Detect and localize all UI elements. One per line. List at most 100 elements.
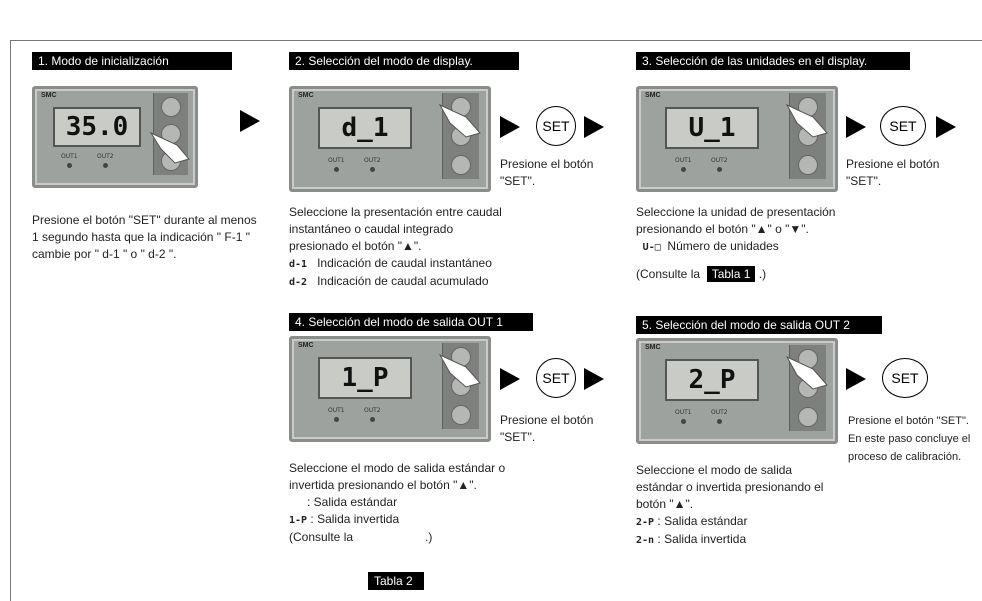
display-value: 35.0 (65, 112, 129, 142)
step4-description: Seleccione el modo de salida estándar o … (289, 460, 589, 546)
flow-arrow-icon (846, 116, 866, 138)
press-line: proceso de calibración. (848, 451, 962, 463)
flow-arrow-icon (584, 368, 604, 390)
out2-label: OUT2 (364, 407, 381, 414)
button-column (153, 93, 188, 175)
table-1-tag: Tabla 1 (706, 266, 756, 282)
consult-prefix: (Consulte la (289, 530, 354, 544)
out2-led (103, 163, 108, 168)
brand-logo: SMC (645, 92, 661, 99)
up-button (161, 97, 181, 117)
lcd-display: d_1 (318, 107, 412, 149)
unit-line: U-□ Número de unidades (636, 238, 896, 256)
lcd-display: 1_P (318, 357, 412, 399)
brand-logo: SMC (298, 92, 314, 99)
press-line: "SET". (500, 174, 536, 188)
out2-led (370, 167, 375, 172)
brand-logo: SMC (41, 92, 57, 99)
code-glyph: d-2 (289, 277, 308, 288)
out2-label: OUT2 (711, 409, 728, 416)
brand-logo: SMC (645, 344, 661, 351)
code-text: Indicación de caudal instantáneo (317, 256, 492, 270)
out1-label: OUT1 (675, 157, 692, 164)
desc-line: cambie por " d-1 " o " d-2 ". (32, 247, 177, 261)
page-frame (10, 40, 982, 601)
out2-led (717, 167, 722, 172)
unit-code-glyph: U-□ (642, 242, 661, 253)
code-line-1: 2-P : Salida estándar (636, 513, 856, 531)
table-2-tag: Tabla 2 (368, 572, 424, 590)
flow-arrow-icon (500, 116, 520, 138)
step5-press-instruction: Presione el botón "SET". En este paso co… (848, 412, 980, 466)
step4-title: 4. Selección del modo de salida OUT 1 (289, 313, 533, 331)
press-line: Presione el botón (500, 413, 594, 427)
press-line: Presione el botón (846, 157, 940, 171)
press-line: En este paso concluye el (848, 433, 971, 445)
down-button (798, 407, 818, 427)
step3-description: Seleccione la unidad de presentación pre… (636, 204, 896, 283)
out1-label: OUT1 (328, 407, 345, 414)
desc-line: Presione el botón "SET" durante al menos (32, 213, 257, 227)
pressing-hand-icon (785, 355, 828, 390)
press-line: Presione el botón "SET". (848, 415, 969, 427)
out2-led (370, 417, 375, 422)
option-inverted-line: 1-P : Salida invertida (289, 511, 589, 529)
desc-line: Seleccione la presentación entre caudal (289, 205, 502, 219)
pressing-hand-icon (438, 353, 481, 388)
out1-label: OUT1 (328, 157, 345, 164)
code-glyph: d-1 (289, 259, 308, 270)
code-glyph: 1-P (289, 515, 308, 526)
display-value: U_1 (688, 113, 736, 143)
code-text: : Salida estándar (657, 514, 748, 528)
press-line: "SET". (500, 430, 536, 444)
flow-arrow-icon (500, 368, 520, 390)
desc-line: instantáneo o caudal integrado (289, 222, 454, 236)
device-panel-step3: SMC U_1 OUT1 OUT2 (636, 86, 838, 192)
desc-line: estándar o invertida presionando el (636, 480, 824, 494)
down-button (798, 155, 818, 175)
code-text: : Salida invertida (657, 532, 747, 546)
pressing-hand-icon (149, 131, 190, 164)
down-button (451, 155, 471, 175)
step3-title: 3. Selección de las unidades en el displ… (636, 52, 910, 70)
device-panel-step5: SMC 2_P OUT1 OUT2 (636, 338, 838, 444)
out2-led (717, 419, 722, 424)
press-line: "SET". (846, 174, 882, 188)
flow-arrow-icon (240, 110, 260, 132)
code-glyph: 2-n (636, 535, 655, 546)
out2-label: OUT2 (711, 157, 728, 164)
lcd-display: U_1 (665, 107, 759, 149)
desc-line: 1 segundo hasta que la indicación " F-1 … (32, 230, 250, 244)
set-button-icon: SET (536, 106, 576, 146)
desc-line: invertida presionando el botón "▲". (289, 478, 477, 492)
out1-led (67, 163, 72, 168)
lcd-display: 35.0 (53, 107, 141, 147)
step2-title: 2. Selección del modo de display. (289, 52, 519, 70)
display-value: 2_P (688, 365, 736, 395)
button-column (789, 93, 826, 179)
set-button-icon: SET (880, 106, 926, 146)
out1-led (681, 167, 686, 172)
step2-press-instruction: Presione el botón "SET". (500, 156, 620, 190)
option-inverted: : Salida invertida (310, 512, 400, 526)
out1-label: OUT1 (675, 409, 692, 416)
code-glyph: 2-P (636, 517, 655, 528)
consult-line: (Consulte la.) (289, 529, 589, 546)
step4-press-instruction: Presione el botón "SET". (500, 412, 620, 446)
lcd-display: 2_P (665, 359, 759, 401)
device-panel-step4: SMC 1_P OUT1 OUT2 (289, 336, 491, 442)
set-button-icon: SET (536, 358, 576, 398)
consult-suffix: .) (758, 267, 767, 281)
out2-label: OUT2 (97, 153, 114, 160)
step1-description: Presione el botón "SET" durante al menos… (32, 212, 262, 263)
step1-title: 1. Modo de inicialización (32, 52, 232, 70)
out2-label: OUT2 (364, 157, 381, 164)
step5-description: Seleccione el modo de salida estándar o … (636, 462, 856, 549)
out1-led (334, 167, 339, 172)
flow-arrow-icon (584, 116, 604, 138)
desc-line: presionado el botón "▲". (289, 239, 422, 253)
brand-logo: SMC (298, 342, 314, 349)
out1-label: OUT1 (61, 153, 78, 160)
code-line-2: 2-n : Salida invertida (636, 531, 856, 549)
display-value: 1_P (341, 363, 389, 393)
